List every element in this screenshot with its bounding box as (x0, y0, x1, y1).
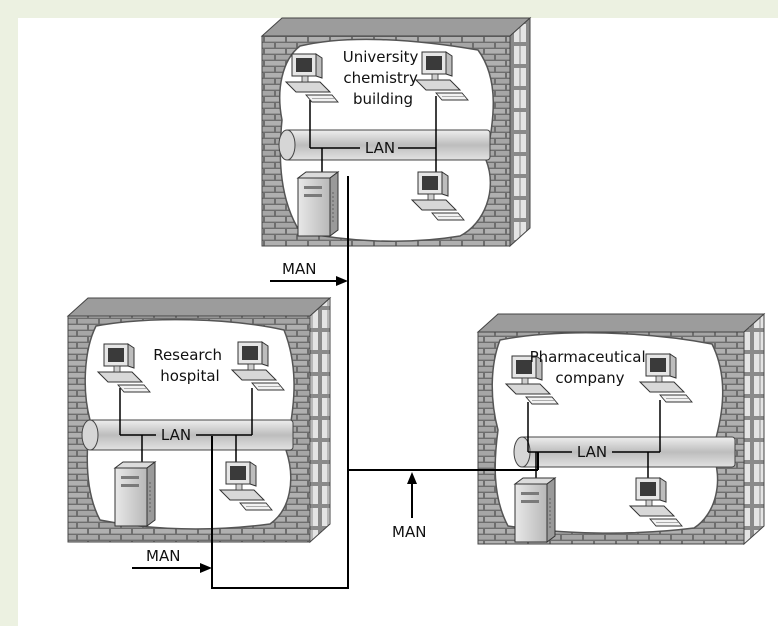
man-arrow-top (270, 276, 348, 286)
hospital-label-line-2: hospital (160, 367, 219, 385)
university-building: University chemistry building LAN (260, 16, 532, 248)
man-label-bottom-middle: MAN (392, 523, 426, 541)
top-border-strip (0, 0, 778, 18)
man-network-lines (211, 176, 539, 589)
man-arrow-left-bottom (132, 563, 212, 573)
hospital-label: Research hospital (153, 346, 227, 385)
pharma-label: Pharmaceutical company (530, 348, 651, 387)
university-lan-label: LAN (365, 139, 395, 157)
university-server (297, 171, 339, 237)
pharma-building: Pharmaceutical company LAN (476, 312, 766, 546)
hospital-label-line-1: Research (153, 346, 222, 364)
pharma-lan-label: LAN (577, 443, 607, 461)
pharma-label-line-2: company (555, 369, 624, 387)
hospital-server (114, 461, 156, 527)
man-label-left-bottom: MAN (146, 547, 180, 565)
man-label-top: MAN (282, 260, 316, 278)
university-label-line-1: University (343, 48, 419, 66)
hospital-lan-label: LAN (161, 426, 191, 444)
hospital-building: Research hospital LAN (66, 296, 332, 544)
university-label-line-3: building (353, 90, 413, 108)
university-label: University chemistry building (343, 48, 423, 108)
man-main-line (211, 176, 349, 589)
man-arrow-bottom-middle (407, 472, 417, 518)
hospital-lan-cylinder (81, 419, 294, 451)
left-border-strip (0, 0, 18, 626)
university-lan-cylinder (278, 129, 491, 161)
pharma-server (514, 477, 556, 543)
university-label-line-2: chemistry (343, 69, 418, 87)
pharma-label-line-1: Pharmaceutical (530, 348, 646, 366)
